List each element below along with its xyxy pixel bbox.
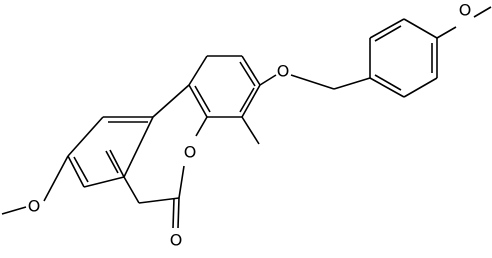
bond (241, 55, 261, 86)
bond (109, 149, 125, 178)
bond (239, 87, 255, 113)
bonds (1, 6, 492, 229)
bond (374, 25, 402, 42)
atom-labels: O O O O O (28, 1, 472, 250)
bond (239, 61, 256, 87)
bond (43, 155, 69, 202)
bond (374, 74, 402, 91)
bond (178, 165, 185, 199)
bond (177, 197, 180, 229)
bond (67, 155, 85, 188)
bond (241, 84, 261, 118)
bond (105, 150, 119, 174)
bond (1, 206, 27, 215)
bond (403, 77, 438, 98)
bond (195, 116, 208, 137)
oxygen-atom-label: O (170, 231, 183, 250)
bond (152, 84, 190, 118)
bond (123, 176, 140, 204)
bond (369, 18, 405, 39)
bond (123, 116, 154, 178)
bond (83, 176, 125, 188)
oxygen-atom-label: O (277, 62, 290, 81)
oxygen-atom-label: O (28, 197, 41, 216)
bond (194, 85, 211, 113)
bond (473, 6, 492, 18)
oxygen-atom-label: O (184, 143, 197, 162)
bond (369, 77, 405, 98)
bond (188, 84, 208, 118)
bond (188, 55, 208, 86)
bond (138, 197, 180, 204)
bond (73, 156, 89, 183)
bond (290, 74, 335, 90)
bond (172, 197, 175, 229)
bond (259, 74, 277, 86)
bond (403, 18, 438, 39)
bond (436, 26, 457, 39)
bond (67, 116, 104, 157)
oxygen-atom-label: O (459, 1, 472, 20)
bond (333, 77, 371, 90)
bond (241, 116, 260, 145)
